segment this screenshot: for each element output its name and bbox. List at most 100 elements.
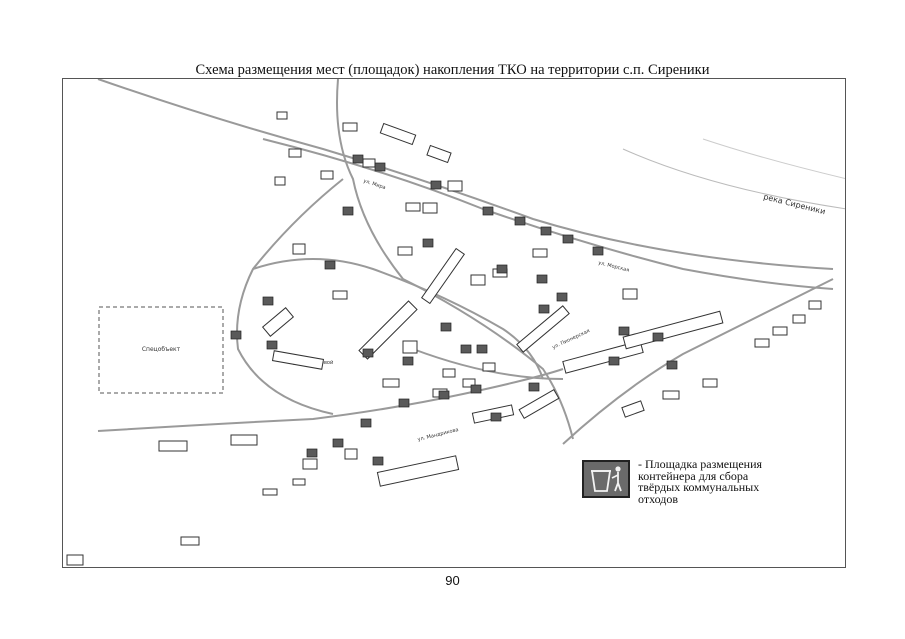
waste-site bbox=[460, 344, 472, 354]
waste-site bbox=[440, 322, 452, 332]
waste-site bbox=[482, 206, 494, 216]
map-legend: - Площадка размещения контейнера для сбо… bbox=[582, 457, 832, 508]
building bbox=[421, 247, 465, 305]
building bbox=[276, 111, 288, 120]
building bbox=[302, 458, 318, 470]
building bbox=[158, 440, 188, 452]
waste-site bbox=[608, 356, 620, 366]
building bbox=[320, 170, 334, 180]
waste-site bbox=[262, 296, 274, 306]
building bbox=[274, 176, 286, 186]
building bbox=[382, 378, 400, 388]
legend-description: - Площадка размещения контейнера для сбо… bbox=[638, 457, 763, 506]
street-label-4: ул. Пионерская bbox=[551, 328, 590, 351]
waste-site bbox=[230, 330, 242, 340]
waste-site bbox=[592, 246, 604, 256]
building bbox=[622, 310, 724, 350]
building bbox=[662, 390, 680, 400]
page-number: 90 bbox=[445, 573, 460, 588]
building bbox=[292, 478, 306, 486]
buildings bbox=[66, 111, 822, 566]
waste-site bbox=[398, 398, 410, 408]
waste-site bbox=[514, 216, 526, 226]
waste-site bbox=[352, 154, 364, 164]
building bbox=[292, 243, 306, 255]
building bbox=[379, 122, 417, 146]
waste-site bbox=[402, 356, 414, 366]
building bbox=[332, 290, 348, 300]
building bbox=[402, 340, 418, 354]
waste-site bbox=[476, 344, 488, 354]
road-north-edge bbox=[97, 79, 834, 270]
waste-site bbox=[324, 260, 336, 270]
waste-site bbox=[528, 382, 540, 392]
building bbox=[516, 305, 570, 353]
building bbox=[462, 378, 476, 388]
building bbox=[261, 307, 295, 337]
waste-site bbox=[266, 340, 278, 350]
waste-site bbox=[430, 180, 442, 190]
building bbox=[772, 326, 788, 336]
building bbox=[442, 368, 456, 378]
building bbox=[792, 314, 806, 324]
waste-site bbox=[666, 360, 678, 370]
street-label-3: ул. Мандрикова bbox=[417, 427, 459, 443]
building bbox=[271, 350, 325, 370]
waste-site bbox=[360, 418, 372, 428]
building bbox=[532, 248, 548, 258]
waste-site bbox=[374, 162, 386, 172]
street-label-2: ул. Морская bbox=[598, 260, 630, 273]
road-curve-west bbox=[236, 178, 344, 415]
waste-site bbox=[342, 206, 354, 216]
street-label-1: ул. Мира bbox=[362, 178, 386, 191]
waste-site bbox=[306, 448, 318, 458]
waste-site bbox=[362, 348, 374, 358]
building bbox=[230, 434, 258, 446]
waste-site bbox=[538, 304, 550, 314]
waste-site bbox=[618, 326, 630, 336]
waste-site bbox=[540, 226, 552, 236]
waste-site bbox=[652, 332, 664, 342]
building bbox=[362, 158, 376, 168]
building bbox=[66, 554, 84, 566]
waste-sites bbox=[230, 154, 678, 466]
waste-site bbox=[496, 264, 508, 274]
building bbox=[422, 202, 438, 214]
building bbox=[518, 388, 560, 420]
waste-site bbox=[372, 456, 384, 466]
waste-site bbox=[470, 384, 482, 394]
waste-site bbox=[438, 390, 450, 400]
building bbox=[622, 288, 638, 300]
building bbox=[447, 180, 463, 192]
map-canvas: река Сиреники Спецобъект ул. Мира ул. Мо… bbox=[66, 79, 845, 566]
waste-site bbox=[556, 292, 568, 302]
road-east bbox=[562, 278, 834, 445]
village-map: река Сиреники Спецобъект ул. Мира ул. Мо… bbox=[62, 78, 846, 568]
building bbox=[288, 148, 302, 158]
waste-site bbox=[332, 438, 344, 448]
building bbox=[405, 202, 421, 212]
building bbox=[470, 274, 486, 286]
building bbox=[262, 488, 278, 496]
building bbox=[482, 362, 496, 372]
waste-site bbox=[422, 238, 434, 248]
building bbox=[344, 448, 358, 460]
building bbox=[562, 340, 644, 374]
river-bank-2 bbox=[702, 138, 845, 180]
page-title: Схема размещения мест (площадок) накопле… bbox=[195, 62, 710, 78]
special-area-label: Спецобъект bbox=[142, 346, 181, 353]
road-network bbox=[97, 79, 834, 445]
building bbox=[376, 455, 460, 487]
waste-site bbox=[490, 412, 502, 422]
trash-container-icon bbox=[582, 460, 630, 498]
building bbox=[397, 246, 413, 256]
river-bank bbox=[622, 148, 845, 210]
waste-site bbox=[562, 234, 574, 244]
building bbox=[342, 122, 358, 132]
building bbox=[180, 536, 200, 546]
building bbox=[426, 144, 452, 164]
building bbox=[702, 378, 718, 388]
road-south-west bbox=[97, 368, 564, 432]
river-label: река Сиреники bbox=[763, 192, 827, 216]
building bbox=[754, 338, 770, 348]
